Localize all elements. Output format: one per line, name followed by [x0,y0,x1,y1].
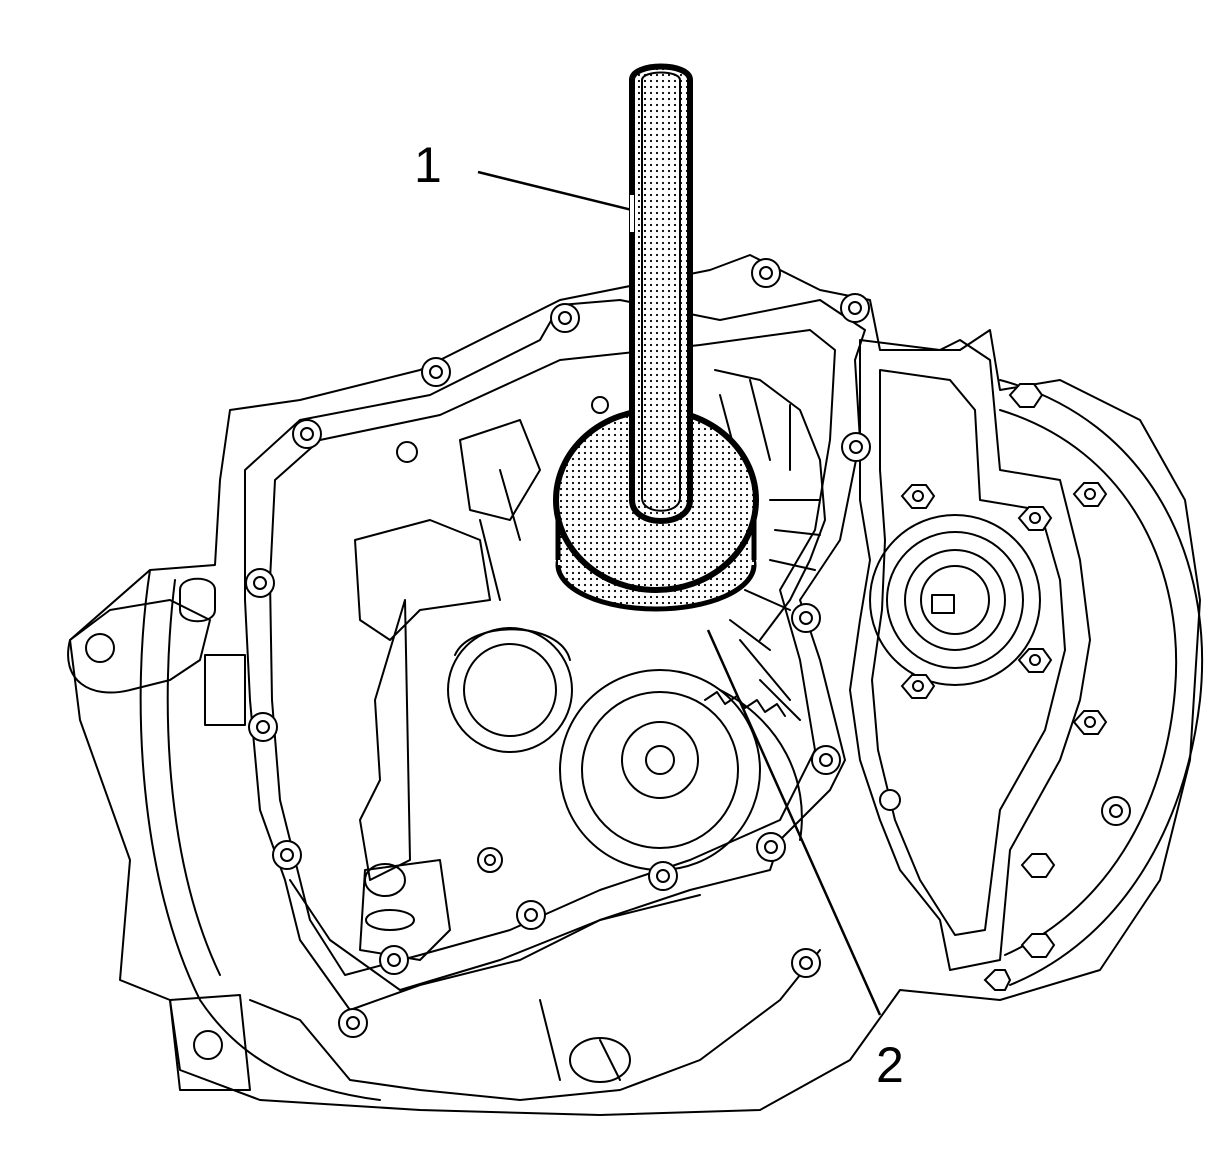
hex-bolt [1008,383,1044,408]
right-bearing-bore [920,565,990,635]
lower-boss [569,1037,631,1083]
left-casting-3 [359,859,451,961]
bolt-boss [248,712,278,742]
callout-label-1: 1 [414,137,442,193]
right-cover-plate [849,339,1091,971]
bolt-boss [379,945,409,975]
gear-fins [714,369,826,721]
left-housing-arc [139,569,381,1101]
shift-linkage [459,419,541,601]
seal-installer-tool [553,63,759,612]
housing-outline [69,254,1201,1116]
clip [179,577,216,623]
bolt-boss [751,258,781,288]
bolt-boss [550,303,580,333]
right-bearing-outer [869,514,1041,686]
leader-line-2 [706,629,882,1016]
leader-line-1 [477,170,641,214]
left-mount-ear [67,599,211,694]
hex-bolt [1020,853,1056,878]
installer-handle [629,63,693,524]
hex-bolt [983,969,1012,991]
ring-gear-arc [719,689,803,841]
bolt-boss [396,441,418,463]
ring-gear-teeth [704,691,786,717]
right-bearing-inner [904,549,1006,651]
lower-rib [539,999,621,1081]
bolt-boss [879,789,901,811]
bolt-boss [516,900,546,930]
left-mount-hole [85,633,115,663]
bolt-boss [477,847,503,873]
left-casting-1 [354,519,491,641]
hex-bolt [1017,506,1053,531]
bolt-boss [338,1008,368,1038]
lower-channel [289,879,701,991]
right-bearing-key [931,594,955,614]
hex-bolt [1017,648,1053,673]
bell-housing-arc [999,379,1204,986]
hex-bolt [1072,710,1108,735]
hex-bolt [1072,482,1108,507]
hex-bolts [900,383,1108,991]
left-bore-outer [447,627,573,753]
bolt-boss [591,396,609,414]
diff-hub [621,721,699,799]
bolt-boss [648,861,678,891]
bell-housing-arc-inner [999,409,1178,956]
bolt-boss [272,840,302,870]
left-housing-arc-inner [166,579,221,976]
bottom-left-foot-hole [193,1030,223,1060]
bottom-left-foot [169,994,251,1091]
left-tab [204,654,246,726]
hex-bolt [900,484,936,509]
hex-bolt [1020,933,1056,958]
housing-line-art [67,254,1204,1116]
bolt-boss [1101,796,1131,826]
callout-label-2: 2 [876,1037,904,1093]
left-casting-2 [359,599,411,881]
bolt-boss [841,432,871,462]
bolt-boss [292,419,322,449]
case-flange [244,299,866,1011]
bolt-boss [421,357,451,387]
bolt-boss [791,948,821,978]
left-bore-inner [463,643,557,737]
left-casting-bore [364,863,406,897]
bolt-boss [245,568,275,598]
hex-bolt [900,674,936,699]
bolt-boss [840,293,870,323]
lower-housing [249,949,821,1101]
bolt-boss [791,603,821,633]
diff-center [645,745,675,775]
bolt-bosses [245,258,1131,1038]
left-casting-bore-2 [365,909,415,931]
bolt-boss [756,832,786,862]
right-cover-inner [871,369,1066,936]
bolt-boss [811,745,841,775]
diff-inner [581,691,739,849]
right-bearing-mid [886,531,1024,669]
leader-lines [477,170,882,1016]
left-bore-lip [454,628,571,661]
